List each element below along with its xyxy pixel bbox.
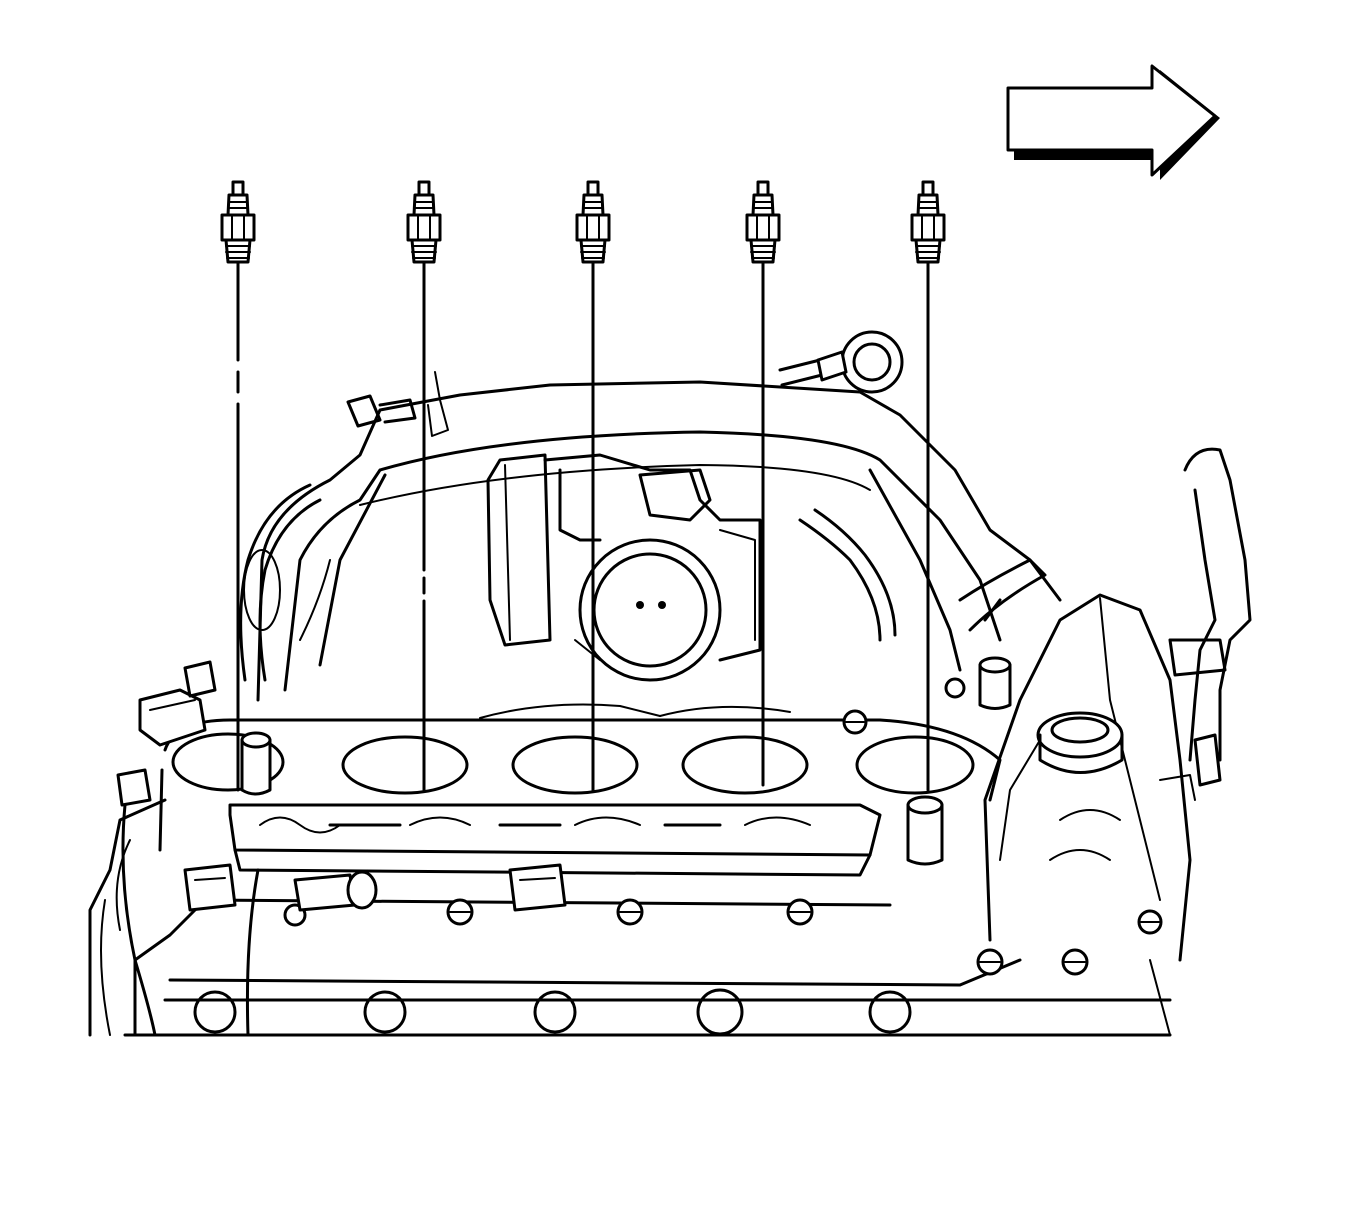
spark-plugs bbox=[220, 180, 946, 792]
bolt-icon bbox=[842, 709, 868, 735]
throttle-body bbox=[486, 453, 762, 682]
oil-filler-cap bbox=[983, 593, 1192, 962]
electrical-connectors bbox=[116, 660, 567, 1037]
bolt-icon bbox=[944, 677, 966, 699]
bolt-icon bbox=[616, 898, 644, 926]
bolt-icon bbox=[1061, 948, 1089, 976]
right-arrow-icon bbox=[1006, 64, 1220, 180]
guide-pins bbox=[240, 656, 1012, 866]
bolt-icon bbox=[976, 948, 1004, 976]
spark-plug-icon bbox=[575, 180, 611, 272]
bolt-icon bbox=[446, 898, 474, 926]
spark-plug-icon bbox=[406, 180, 442, 272]
spark-plug-icon bbox=[910, 180, 946, 272]
mounting-bolts bbox=[283, 677, 1163, 976]
spark-plug-icon bbox=[745, 180, 781, 272]
bolt-icon bbox=[1137, 909, 1163, 935]
lift-bracket bbox=[1159, 447, 1252, 801]
cylinder-head-gasket bbox=[158, 703, 1002, 852]
bolt-icon bbox=[786, 898, 814, 926]
oil-level-dipstick bbox=[778, 330, 904, 394]
intake-manifold bbox=[239, 371, 1062, 702]
vacuum-hose bbox=[798, 508, 1047, 642]
spark-plug-icon bbox=[220, 180, 256, 272]
